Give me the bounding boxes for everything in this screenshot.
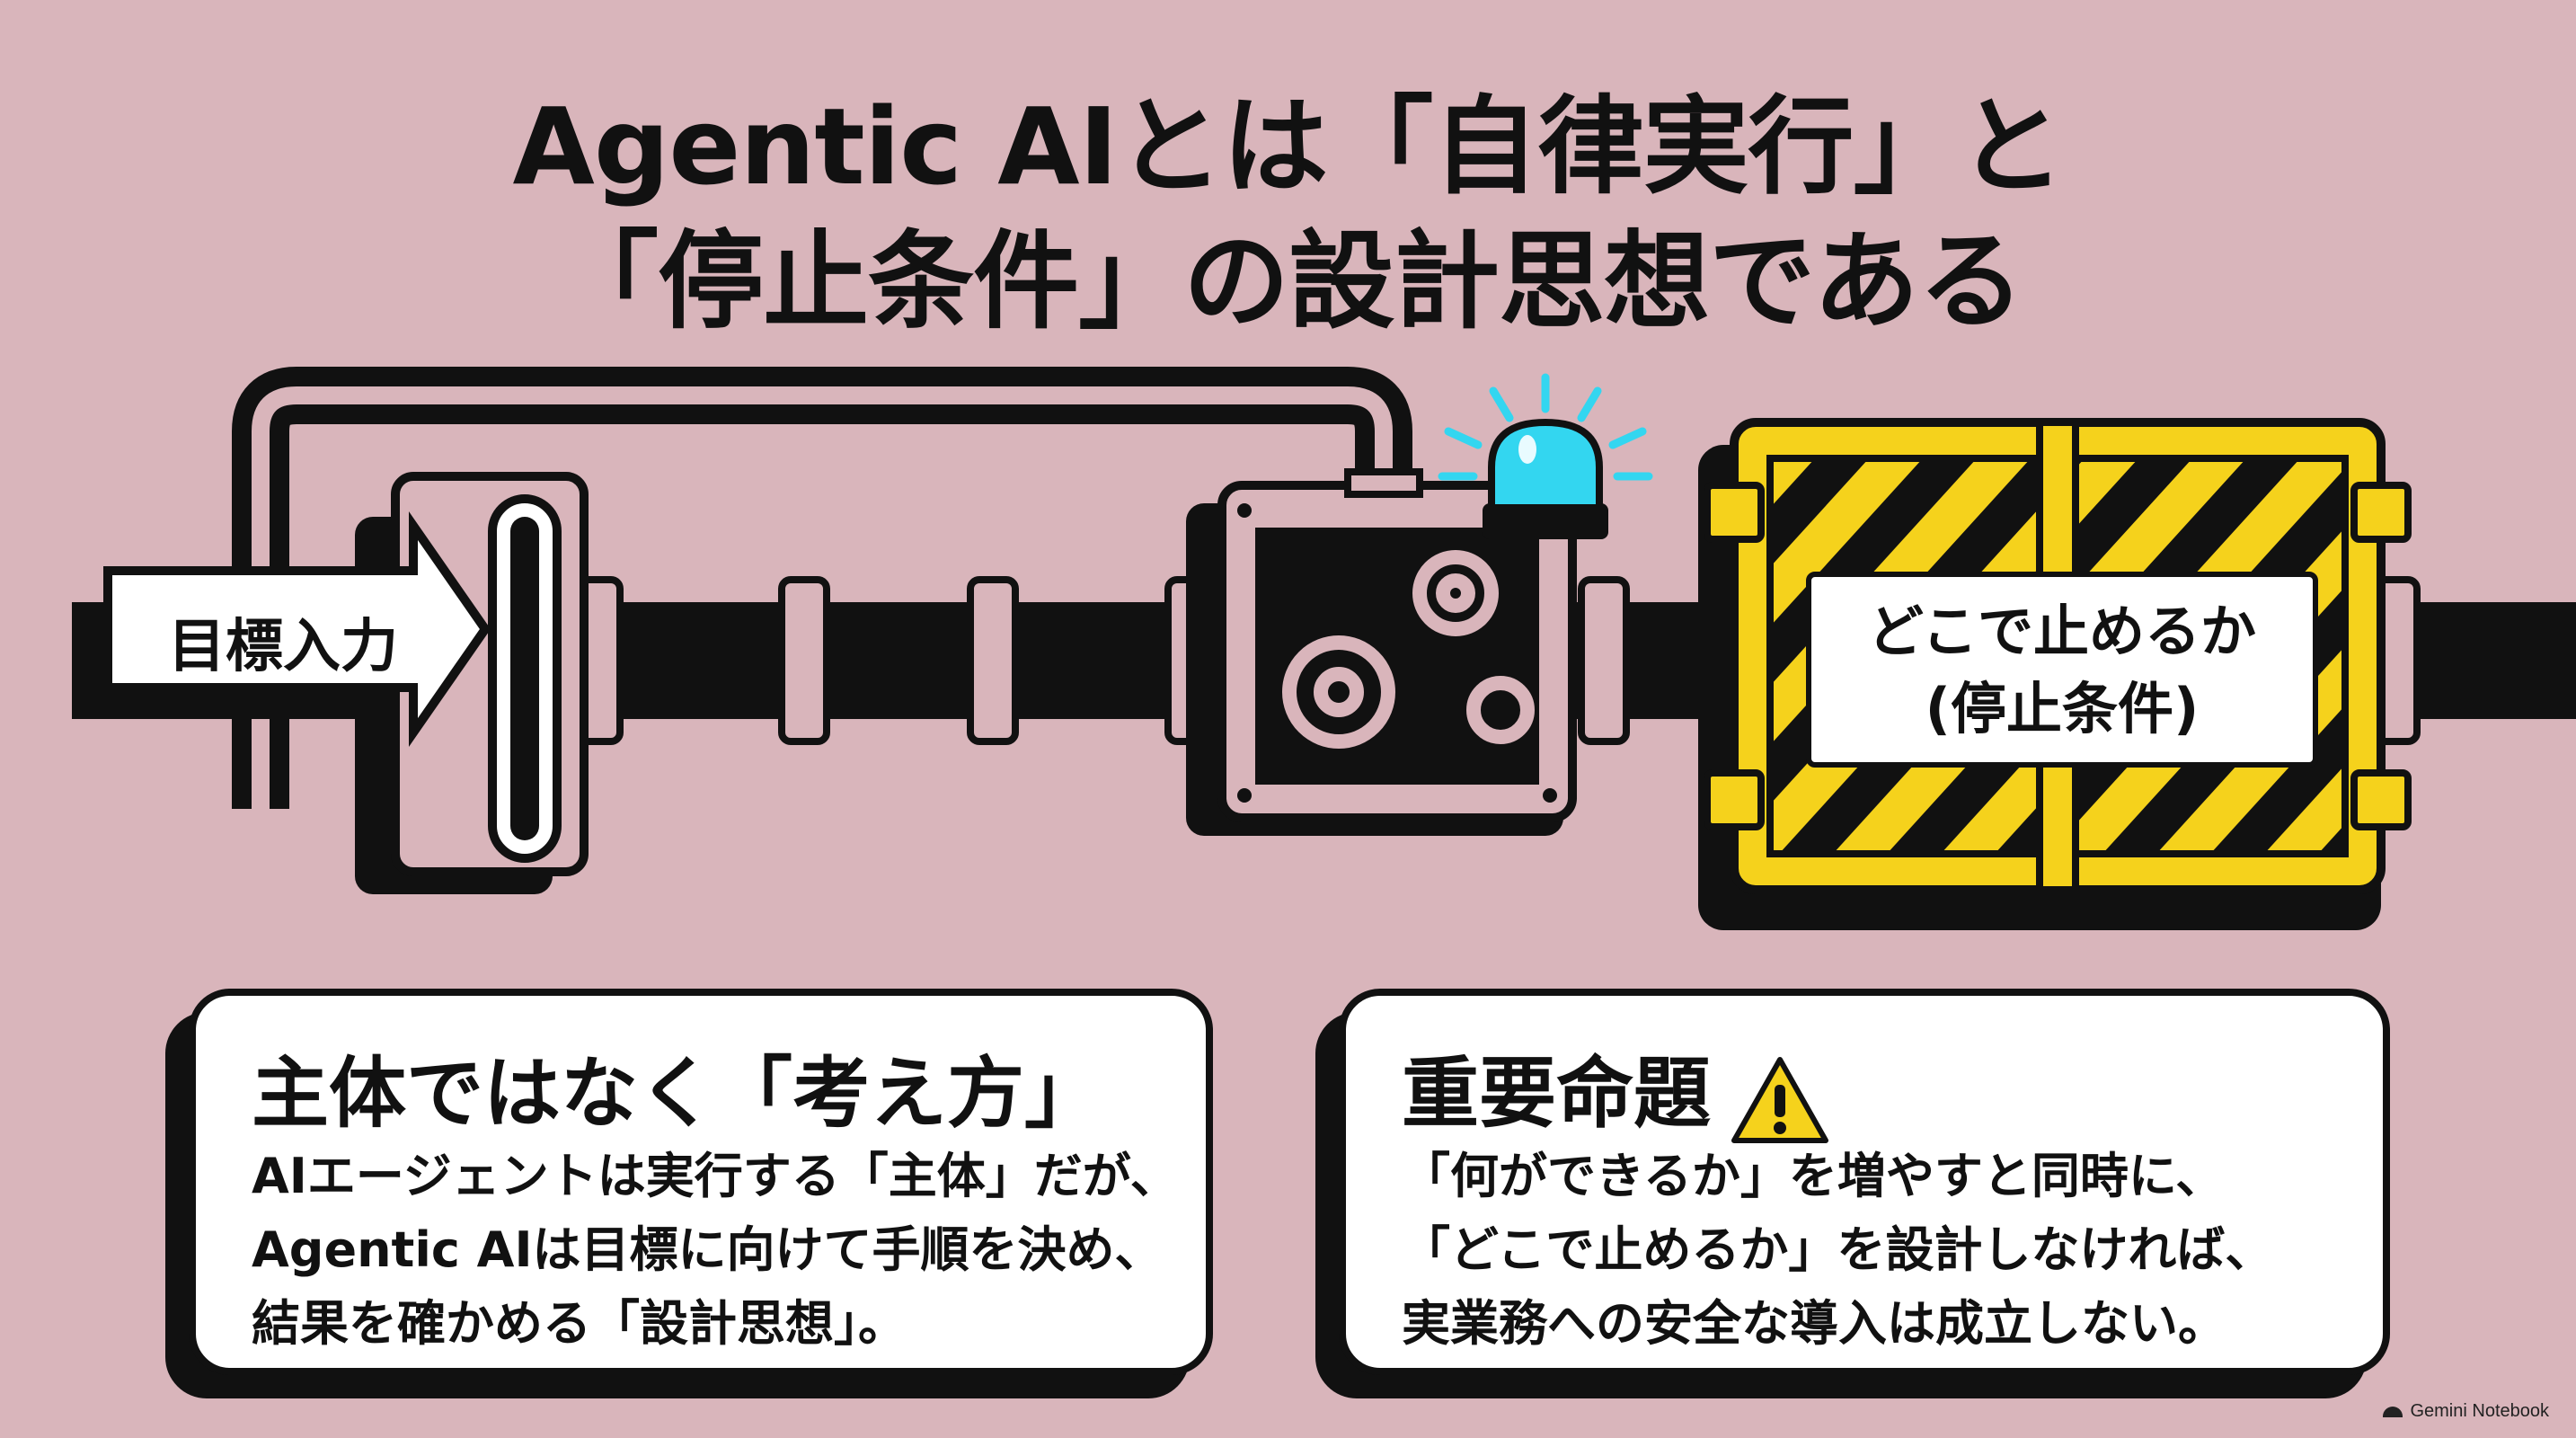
- gear-icon: [1282, 550, 1535, 749]
- stop-label-line-2: (停止条件): [1925, 676, 2200, 741]
- card-left: 主体ではなく「考え方」 AIエージェントは実行する「主体」だが、 Agentic…: [189, 989, 1213, 1375]
- card-right-line: 実業務への安全な導入は成立しない。: [1402, 1295, 2226, 1352]
- input-label: 目標入力: [168, 614, 398, 680]
- warning-icon: [1731, 1056, 1828, 1143]
- processor-box: [1186, 468, 1577, 836]
- card-left-line: AIエージェントは実行する「主体」だが、: [252, 1148, 1179, 1204]
- card-left-line: 結果を確かめる「設計思想」。: [252, 1295, 907, 1352]
- stop-condition-label: どこで止めるか (停止条件): [1806, 572, 2318, 768]
- card-left-body: AIエージェントは実行する「主体」だが、 Agentic AIは目標に向けて手順…: [252, 1140, 1179, 1361]
- card-right: 重要命題 「何ができるか」を増やすと同時に、 「どこで止めるか」を設計しなければ…: [1339, 989, 2390, 1375]
- title-line-2: 「停止条件」の設計思想である: [553, 219, 2024, 343]
- card-left-line: Agentic AIは目標に向けて手順を決め、: [252, 1221, 1164, 1278]
- page-title: Agentic AIとは「自律実行」と 「停止条件」の設計思想である: [0, 79, 2576, 349]
- card-right-line: 「何ができるか」を増やすと同時に、: [1402, 1148, 2225, 1204]
- card-right-body: 「何ができるか」を増やすと同時に、 「どこで止めるか」を設計しなければ、 実業務…: [1402, 1140, 2356, 1361]
- footer-label: Gemini Notebook: [2410, 1401, 2549, 1421]
- gemini-logo-icon: [2383, 1406, 2403, 1417]
- card-right-heading-text: 重要命題: [1402, 1049, 1711, 1139]
- card-right-line: 「どこで止めるか」を設計しなければ、: [1402, 1221, 2274, 1278]
- footer-brand: Gemini Notebook: [2383, 1401, 2549, 1422]
- siren-icon: [1438, 373, 1653, 539]
- arrow-icon: [103, 511, 491, 747]
- card-left-heading: 主体ではなく「考え方」: [252, 1049, 1102, 1139]
- card-right-heading: 重要命題: [1402, 1030, 1829, 1144]
- stop-label-line-1: どこで止めるか: [1867, 599, 2257, 664]
- title-line-1: Agentic AIとは「自律実行」と: [512, 84, 2065, 209]
